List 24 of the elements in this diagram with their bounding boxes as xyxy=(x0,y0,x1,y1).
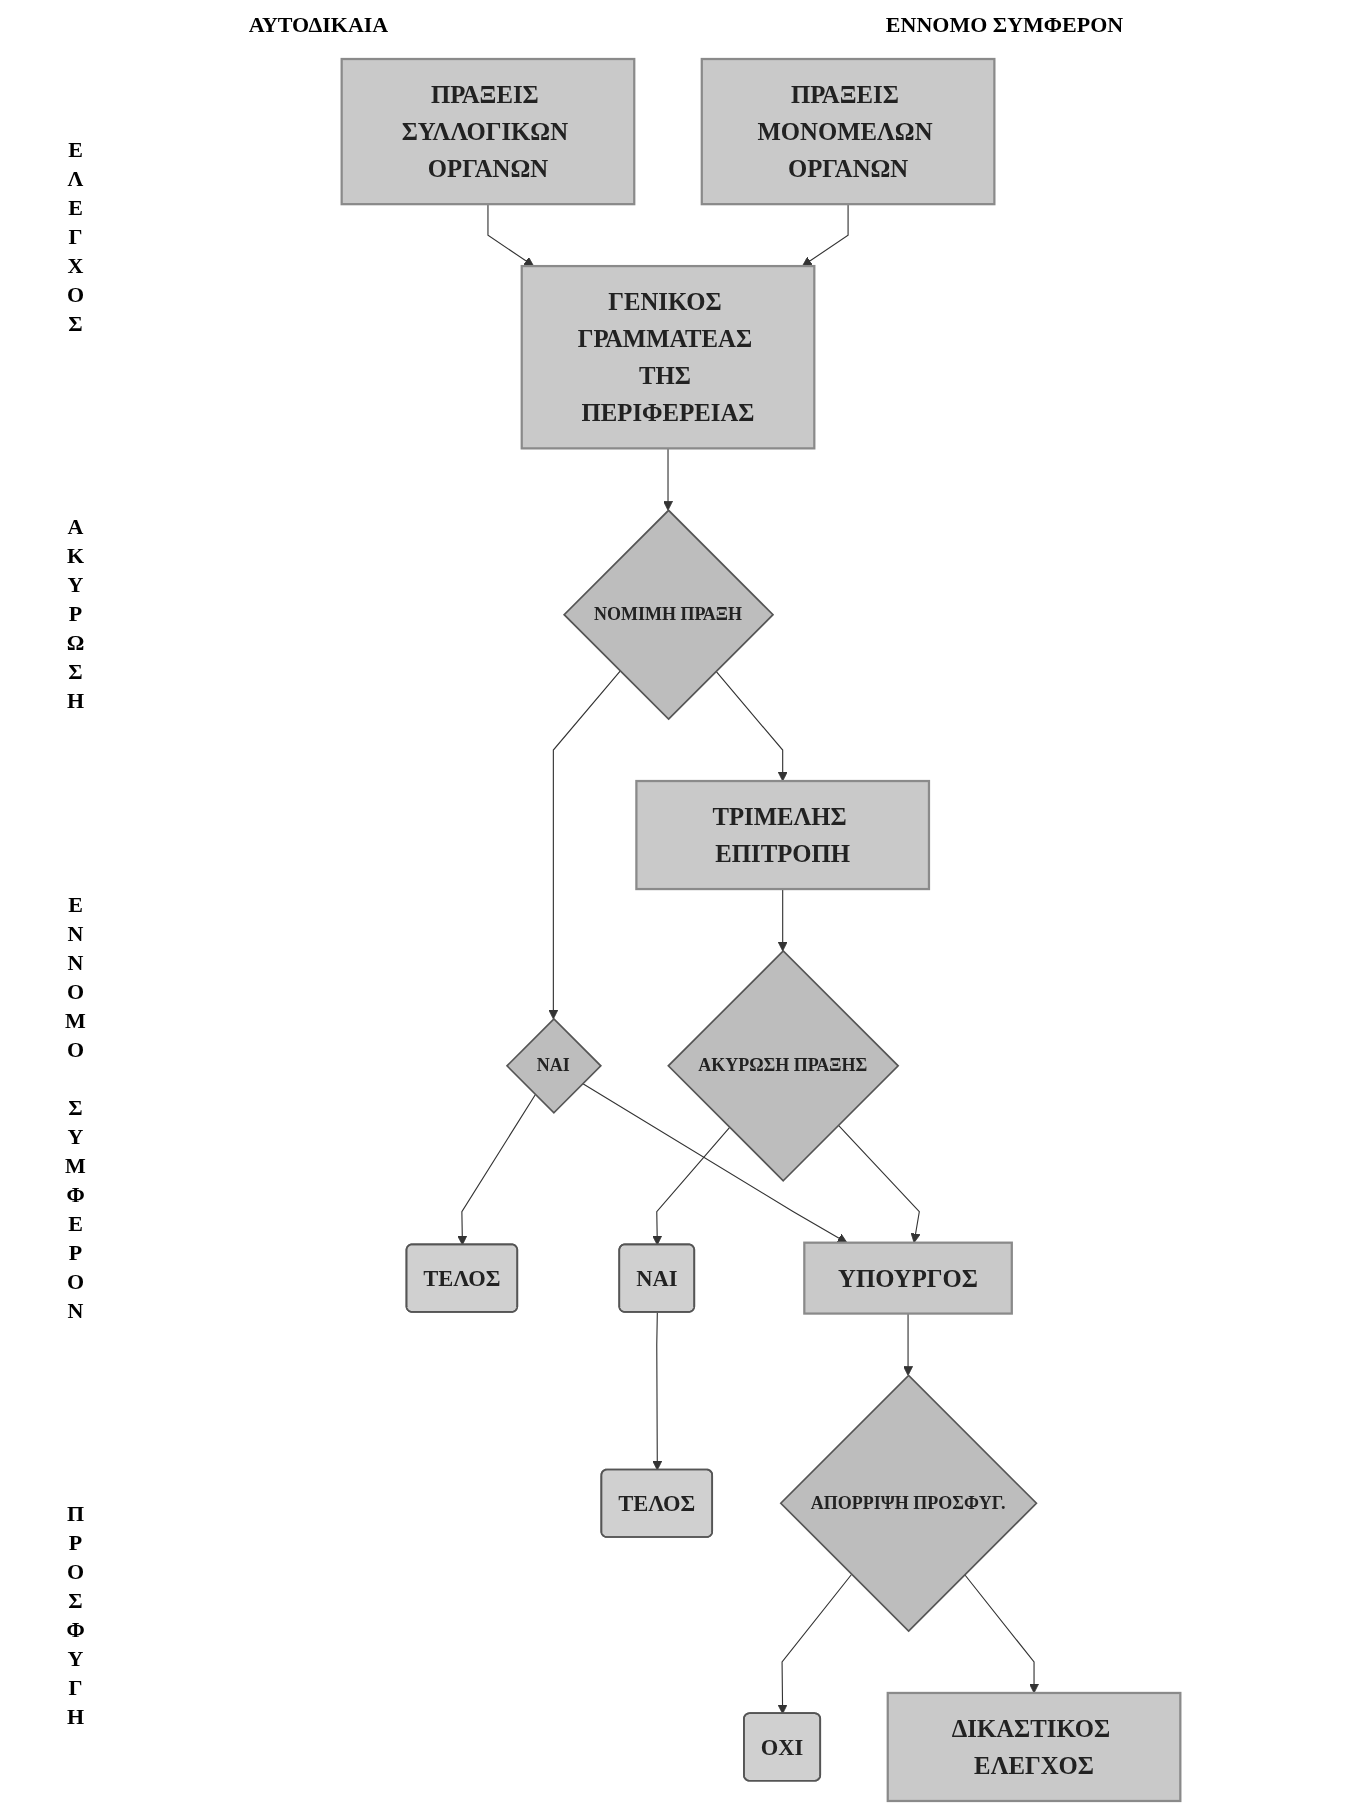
arrow xyxy=(715,670,788,782)
node-diamond: ΝΑΙ xyxy=(505,1017,602,1114)
node-box: ΤΡΙΜΕΛΗΣ ΕΠΙΤΡΟΠΗ xyxy=(635,779,931,891)
node-box: ΓΕΝΙΚΟΣ ΓΡΑΜΜΑΤΕΑΣ ΤΗΣ ΠΕΡΙΦΕΡΕΙΑΣ xyxy=(520,264,816,450)
node-box: ΔΙΚΑΣΤΙΚΟΣ ΕΛΕΓΧΟΣ xyxy=(886,1691,1182,1803)
section-label: ΠΡΟΣΦΥΓΗ xyxy=(62,1500,88,1733)
node-box: ΠΡΑΞΕΙΣ ΣΥΛΛΟΓΙΚΩΝ ΟΡΓΑΝΩΝ xyxy=(340,57,636,206)
arrow xyxy=(652,1311,663,1471)
column-heading: ΕΝΝΟΜΟ ΣΥΜΦΕΡΟΝ xyxy=(885,12,1124,38)
section-label: ΕΝΝΟΜΟ ΣΥΜΦΕΡΟΝ xyxy=(62,891,88,1327)
node-box: ΥΠΟΥΡΓΟΣ xyxy=(803,1241,1013,1315)
section-label: ΑΚΥΡΩΣΗ xyxy=(62,514,88,718)
arrow xyxy=(581,1083,848,1244)
arrow xyxy=(548,670,621,1020)
section-label: ΕΛΕΓΧΟΣ xyxy=(62,137,88,341)
node-diamond: ΑΚΥΡΩΣΗ ΠΡΑΞΗΣ xyxy=(667,949,900,1182)
column-heading: ΑΥΤΟΔΙΚΑΙΑ xyxy=(248,12,389,38)
arrow xyxy=(457,1094,536,1246)
arrow xyxy=(903,1313,913,1376)
arrow xyxy=(777,1573,853,1715)
node-box: ΠΡΑΞΕΙΣ ΜΟΝΟΜΕΛΩΝ ΟΡΓΑΝΩΝ xyxy=(700,57,996,206)
arrow xyxy=(652,1126,730,1246)
node-diamond: ΝΟΜΙΜΗ ΠΡΑΞΗ xyxy=(562,509,775,721)
node-diamond: ΑΠΟΡΡΙΨΗ ΠΡΟΣΦΥΓ. xyxy=(779,1374,1038,1633)
